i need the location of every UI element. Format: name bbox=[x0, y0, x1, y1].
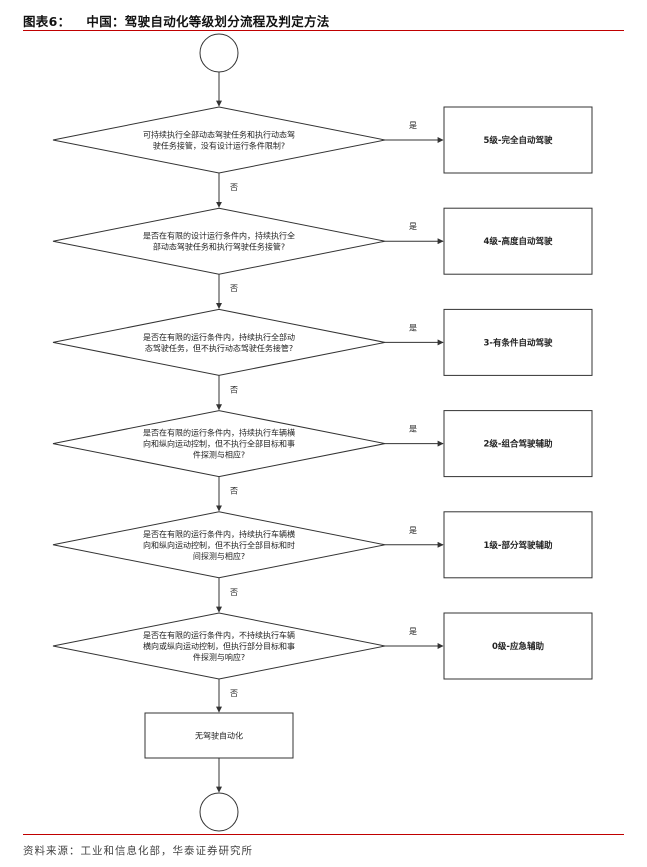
start-node bbox=[199, 33, 239, 73]
level-box bbox=[443, 612, 593, 680]
level-box-label: 1级-部分驾驶辅助 bbox=[484, 540, 553, 551]
decision-diamond bbox=[52, 106, 386, 174]
level-box bbox=[443, 410, 593, 478]
yes-label: 是 bbox=[409, 627, 417, 636]
decision-question-text: 件探测与相应? bbox=[193, 450, 245, 460]
yes-label: 是 bbox=[409, 121, 417, 130]
end-node bbox=[199, 792, 239, 832]
no-label: 否 bbox=[230, 689, 238, 698]
decision-question-text: 可持续执行全部动态驾驶任务和执行动态驾 bbox=[143, 130, 295, 140]
level-box bbox=[443, 308, 593, 376]
yes-label: 是 bbox=[409, 222, 417, 231]
level-box bbox=[443, 511, 593, 579]
level-box bbox=[443, 106, 593, 174]
source-note: 资料来源：工业和信息化部，华泰证券研究所 bbox=[23, 845, 253, 857]
decision-question-text: 是否在有限的运行条件内，持续执行车辆横 bbox=[143, 428, 295, 438]
decision-question-text: 驶任务接管，没有设计运行条件限制? bbox=[153, 141, 285, 151]
level-box-label: 0级-应急辅助 bbox=[492, 641, 544, 652]
decision-question-text: 件探测与响应? bbox=[193, 652, 245, 662]
level-box-label: 4级-高度自动驾驶 bbox=[484, 236, 553, 247]
level-box bbox=[443, 207, 593, 275]
figure-title: 中国：驾驶自动化等级划分流程及判定方法 bbox=[86, 14, 330, 29]
top-rule bbox=[23, 30, 624, 31]
decision-question-text: 是否在有限的运行条件内，持续执行全部动 bbox=[143, 332, 295, 342]
decision-question-text: 是否在有限的运行条件内，持续执行车辆横 bbox=[143, 529, 295, 539]
final-box bbox=[144, 712, 294, 759]
figure-header: 图表6： 中国：驾驶自动化等级划分流程及判定方法 bbox=[23, 11, 330, 30]
final-box-label: 无驾驶自动化 bbox=[195, 731, 243, 741]
bottom-rule bbox=[23, 834, 624, 835]
no-label: 否 bbox=[230, 385, 238, 394]
no-label: 否 bbox=[230, 588, 238, 597]
decision-question-text: 横向或纵向运动控制，但执行部分目标和事 bbox=[143, 641, 295, 651]
level-box-label: 3-有条件自动驾驶 bbox=[484, 337, 553, 348]
decision-question-text: 向和纵向运动控制，但不执行全部目标和事 bbox=[143, 439, 295, 449]
decision-question-text: 向和纵向运动控制，但不执行全部目标和时 bbox=[143, 540, 295, 550]
decision-diamond bbox=[52, 308, 386, 376]
level-box-label: 2级-组合驾驶辅助 bbox=[484, 439, 553, 450]
decision-diamond bbox=[52, 207, 386, 275]
decision-question-text: 部动态驾驶任务和执行驾驶任务接管? bbox=[153, 242, 285, 252]
no-label: 否 bbox=[230, 284, 238, 293]
decision-question-text: 是否在有限的设计运行条件内，持续执行全 bbox=[143, 231, 295, 241]
no-label: 否 bbox=[230, 487, 238, 496]
decision-question-text: 态驾驶任务，但不执行动态驾驶任务接管? bbox=[145, 343, 293, 353]
yes-label: 是 bbox=[409, 425, 417, 434]
figure-label: 图表6： bbox=[23, 14, 71, 29]
level-box-label: 5级-完全自动驾驶 bbox=[484, 135, 553, 146]
no-label: 否 bbox=[230, 183, 238, 192]
decision-question-text: 是否在有限的运行条件内，不持续执行车辆 bbox=[143, 630, 295, 640]
decision-question-text: 间探测与相应? bbox=[193, 551, 245, 561]
yes-label: 是 bbox=[409, 526, 417, 535]
yes-label: 是 bbox=[409, 323, 417, 332]
